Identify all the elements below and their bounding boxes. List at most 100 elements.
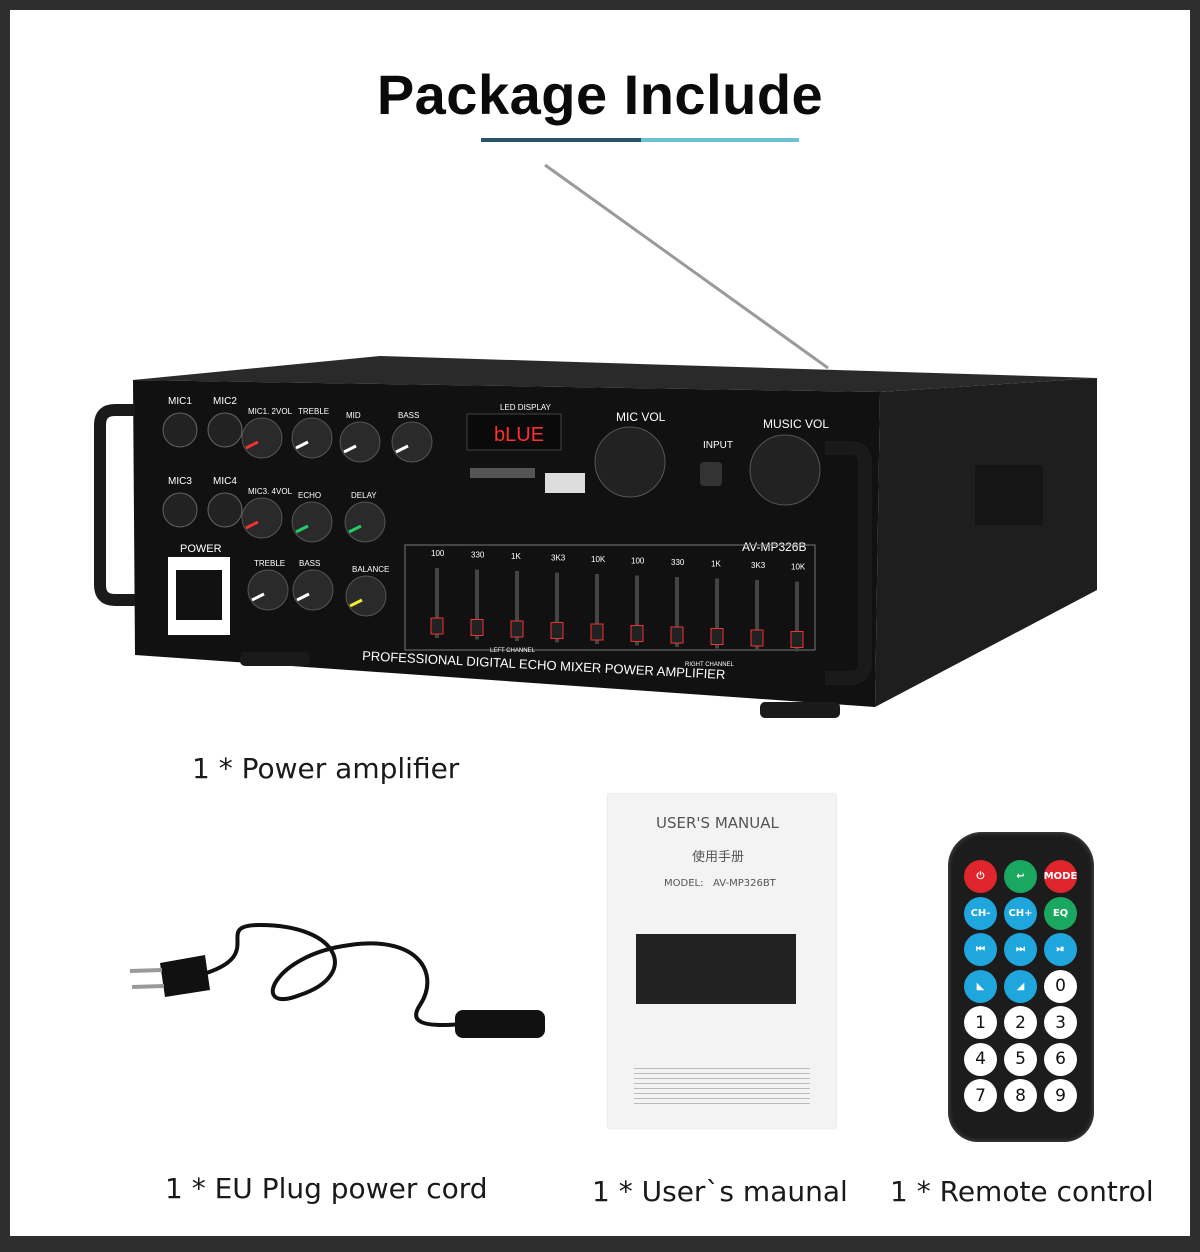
remote-button[interactable]: 2 xyxy=(1004,1006,1037,1039)
music-vol-knob[interactable] xyxy=(749,434,821,506)
knob-indicator xyxy=(251,592,265,602)
eq-slider-handle[interactable] xyxy=(470,619,484,636)
knob-indicator xyxy=(245,520,259,530)
knob[interactable] xyxy=(247,569,289,611)
equalizer-panel xyxy=(404,544,816,651)
knob-label: TREBLE xyxy=(298,407,329,416)
eq-slider-handle[interactable] xyxy=(670,626,684,644)
remote-button[interactable]: 7 xyxy=(964,1079,997,1112)
knob[interactable] xyxy=(339,421,381,463)
figure-8-connector xyxy=(455,1010,545,1038)
remote-button[interactable]: ⏯ xyxy=(1044,933,1077,966)
manual-model-label: MODEL: xyxy=(664,878,704,889)
knob-indicator xyxy=(348,524,362,534)
eq-slider-track xyxy=(595,574,599,644)
mic-jack[interactable] xyxy=(162,492,198,528)
knob[interactable] xyxy=(241,497,283,539)
mic-jack[interactable] xyxy=(207,492,243,528)
manual-heading: USER'S MANUAL xyxy=(656,814,779,832)
mic-vol-knob[interactable] xyxy=(594,426,666,498)
eq-slider-handle[interactable] xyxy=(790,631,804,648)
knob-label: ECHO xyxy=(298,491,321,500)
eq-slider-handle[interactable] xyxy=(510,620,524,638)
knob[interactable] xyxy=(391,421,433,463)
led-display-text: bLUE xyxy=(494,424,544,446)
knob-label: BASS xyxy=(299,559,320,568)
power-cord-caption: 1 * EU Plug power cord xyxy=(165,1172,488,1205)
amp-foot xyxy=(760,702,840,718)
eq-frequency-label: 3K3 xyxy=(751,561,766,570)
title-underline-light xyxy=(641,138,799,142)
knob-label: BASS xyxy=(398,411,419,420)
input-button[interactable] xyxy=(700,462,722,486)
remote-button[interactable]: 5 xyxy=(1004,1042,1037,1076)
eq-frequency-label: 330 xyxy=(671,558,685,567)
remote-button[interactable]: CH- xyxy=(964,896,997,930)
amplifier-caption: 1 * Power amplifier xyxy=(192,752,460,785)
eq-frequency-label: 100 xyxy=(631,557,645,566)
eq-frequency-label: 3K3 xyxy=(551,554,566,563)
remote-button[interactable]: ↩ xyxy=(1004,860,1037,893)
remote-button[interactable]: 4 xyxy=(964,1042,997,1076)
led-display-label: LED DISPLAY xyxy=(500,403,552,412)
remote-button[interactable]: 1 xyxy=(964,1006,997,1039)
mic-label: MIC2 xyxy=(213,396,237,407)
eq-slider-handle[interactable] xyxy=(710,628,724,645)
led-display xyxy=(466,413,562,451)
eq-slider-handle[interactable] xyxy=(590,623,604,641)
knob[interactable] xyxy=(344,501,386,543)
antenna xyxy=(544,163,829,370)
power-cord-image xyxy=(129,922,545,1038)
remote-button[interactable]: MODE xyxy=(1044,860,1077,893)
eq-frequency-label: 100 xyxy=(431,549,445,558)
mic-jack[interactable] xyxy=(162,412,198,448)
knob-indicator xyxy=(295,524,309,534)
title-underline-dark xyxy=(481,138,641,142)
remote-button[interactable]: ⏭ xyxy=(1004,933,1037,966)
knob[interactable] xyxy=(292,569,334,611)
plug-pin xyxy=(131,984,165,989)
knob[interactable] xyxy=(345,575,387,617)
knob-indicator xyxy=(395,444,409,454)
knob[interactable] xyxy=(291,501,333,543)
remote-button[interactable]: ◣ xyxy=(964,969,997,1003)
remote-button[interactable]: 6 xyxy=(1044,1042,1077,1076)
remote-button[interactable]: 9 xyxy=(1044,1079,1077,1112)
eq-slider-track xyxy=(755,580,759,650)
manual-amplifier-picture xyxy=(636,934,796,1004)
knob-indicator xyxy=(349,598,363,608)
user-manual-image: USER'S MANUAL 使用手册 MODEL: AV-MP326BT xyxy=(608,794,836,1128)
eq-slider-handle[interactable] xyxy=(430,617,444,635)
eq-slider-track xyxy=(515,571,519,641)
remote-button[interactable]: ⏮ xyxy=(964,933,997,966)
eq-frequency-label: 1K xyxy=(511,552,521,561)
remote-button[interactable]: EQ xyxy=(1044,896,1077,930)
mic-jack[interactable] xyxy=(207,412,243,448)
knob-indicator xyxy=(295,440,309,450)
amp-foot xyxy=(240,652,310,666)
eq-slider-handle[interactable] xyxy=(750,629,764,647)
knob[interactable] xyxy=(291,417,333,459)
remote-button[interactable]: ⏻ xyxy=(964,860,997,893)
usb-port[interactable] xyxy=(545,473,585,493)
eq-slider-handle[interactable] xyxy=(550,622,564,639)
knob-label: TREBLE xyxy=(254,559,285,568)
eq-slider-handle[interactable] xyxy=(630,625,644,642)
eq-frequency-label: 330 xyxy=(471,551,485,560)
remote-button[interactable]: 0 xyxy=(1044,969,1077,1003)
eq-slider-track xyxy=(435,568,439,638)
manual-fine-print xyxy=(634,1064,810,1104)
remote-button[interactable]: CH+ xyxy=(1004,896,1037,930)
power-switch[interactable] xyxy=(176,570,222,620)
music-vol-label: MUSIC VOL xyxy=(763,417,829,431)
sd-card-slot[interactable] xyxy=(470,468,535,478)
remote-button[interactable]: ◢ xyxy=(1004,969,1037,1003)
knob-indicator xyxy=(296,592,310,602)
left-handle xyxy=(94,404,135,606)
knob[interactable] xyxy=(241,417,283,459)
remote-button[interactable]: 8 xyxy=(1004,1079,1037,1112)
manual-heading-cn: 使用手册 xyxy=(692,850,745,865)
remote-button[interactable]: 3 xyxy=(1044,1006,1077,1039)
